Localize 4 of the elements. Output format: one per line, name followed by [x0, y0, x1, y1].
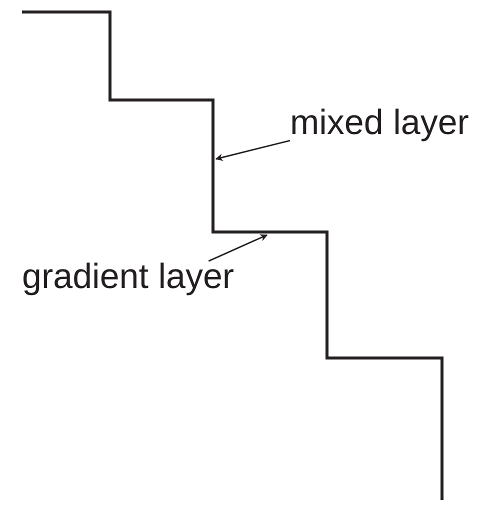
- label-text: gradient layer: [22, 258, 234, 296]
- leader-line: [215, 140, 290, 161]
- label-text: mixed layer: [290, 104, 469, 142]
- leader-line: [208, 234, 268, 262]
